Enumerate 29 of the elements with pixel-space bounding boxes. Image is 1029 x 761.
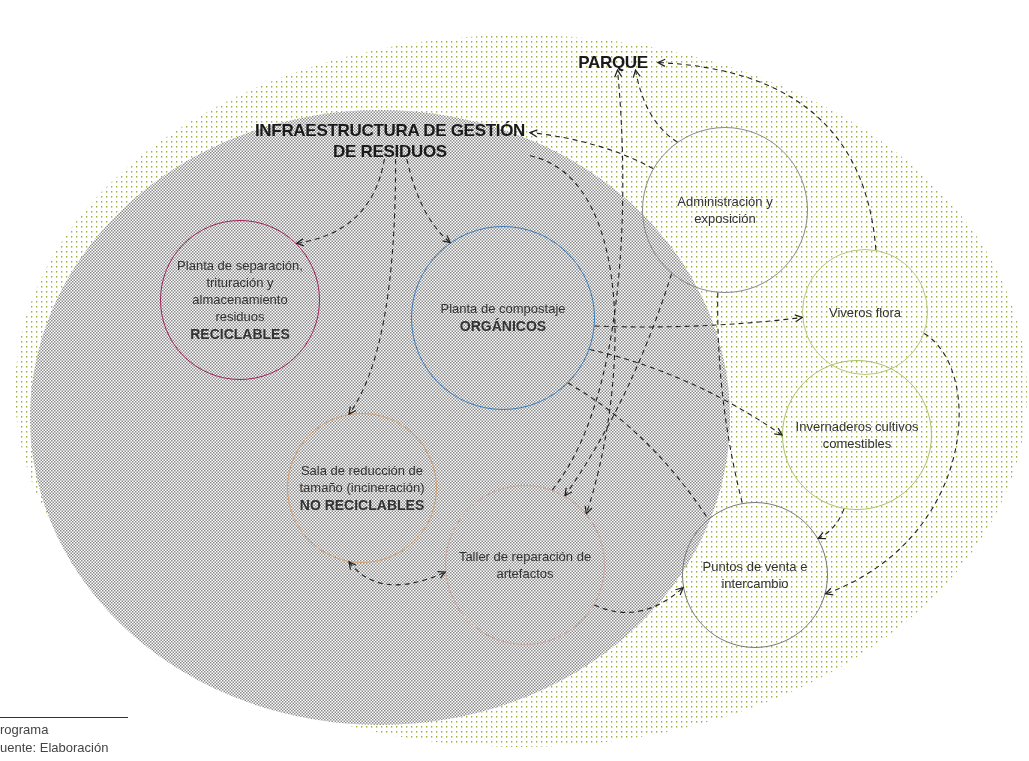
category-label: NO RECICLABLES — [298, 495, 426, 515]
dashed-arrow — [529, 155, 616, 515]
category-label: ORGÁNICOS — [458, 317, 548, 336]
node-label: Invernaderos cultivos comestibles — [794, 418, 920, 452]
dashed-arrow — [564, 273, 673, 497]
dashed-arrow — [406, 158, 451, 244]
zone-title: INFRAESTRUCTURA DE GESTIÓN DE RESIDUOS — [253, 120, 527, 162]
dashed-arrow — [594, 314, 803, 328]
caption-text: rograma — [0, 722, 49, 737]
dashed-arrow — [817, 508, 845, 540]
dashed-arrow — [348, 561, 446, 586]
dashed-arrow — [657, 58, 877, 251]
category-label: RECICLABLES — [189, 324, 291, 344]
node-label: Viveros flora — [828, 303, 902, 321]
dashed-arrow — [551, 69, 624, 491]
node-label: Planta de compostaje — [439, 300, 567, 317]
node-label: Administración y exposición — [676, 193, 774, 227]
caption-text: uente: Elaboración — [0, 740, 109, 755]
node-label: Taller de reparación de artefactos — [457, 548, 593, 582]
dashed-arrow — [588, 348, 783, 436]
node-label: Planta de separación, trituración y almacenamiento residuos — [176, 256, 304, 325]
dashed-arrow — [632, 69, 678, 143]
dashed-arrow — [296, 158, 385, 247]
zone-title: PARQUE — [577, 52, 649, 73]
node-label: Sala de reducción de tamaño (incineración) — [298, 461, 426, 496]
dashed-arrow — [824, 332, 960, 595]
node-label: Puntos de venta e intercambio — [701, 558, 809, 592]
dashed-arrow — [529, 129, 654, 170]
dashed-arrow — [348, 158, 397, 415]
